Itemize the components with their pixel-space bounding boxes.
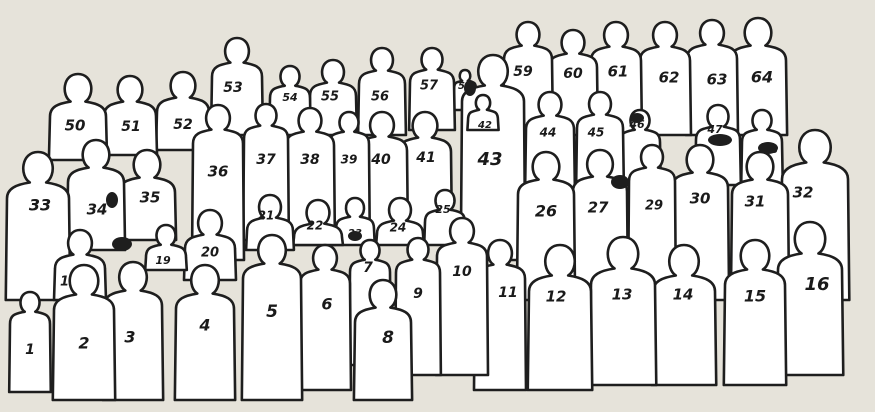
figure-label-25: 25 [435, 203, 451, 216]
figure-label-32: 32 [793, 184, 814, 202]
figure-label-56: 56 [371, 90, 389, 105]
silhouette-6 [299, 245, 351, 390]
figure-label-20: 20 [201, 246, 219, 261]
ink-shading-1 [112, 237, 132, 251]
figure-label-29: 29 [645, 199, 663, 214]
figure-label-15: 15 [744, 287, 766, 306]
ink-shading-6 [758, 142, 778, 154]
figure-label-8: 8 [382, 328, 394, 348]
figure-label-51: 51 [121, 119, 140, 135]
figure-label-42: 42 [477, 120, 492, 131]
ink-shading-8 [106, 192, 118, 208]
figure-label-53: 53 [223, 80, 242, 96]
figure-label-1: 1 [25, 342, 35, 358]
figure-label-60: 60 [563, 66, 583, 82]
figure-label-24: 24 [390, 221, 407, 235]
figure-label-13: 13 [612, 286, 633, 304]
ink-shading-3 [464, 80, 476, 96]
figure-label-40: 40 [370, 152, 391, 168]
figure-label-7: 7 [363, 260, 373, 276]
ink-shading-4 [630, 113, 644, 123]
figure-label-41: 41 [415, 150, 435, 166]
figure-label-59: 59 [513, 64, 533, 80]
figure-label-52: 52 [173, 117, 192, 133]
figure-label-35: 35 [140, 189, 161, 207]
figure-label-64: 64 [751, 68, 773, 87]
figure-label-30: 30 [690, 190, 711, 208]
figure-4: 4 [175, 265, 235, 400]
figure-label-22: 22 [307, 219, 324, 233]
figure-label-62: 62 [659, 69, 680, 87]
ink-shading-5 [708, 134, 732, 146]
figure-label-19: 19 [155, 254, 171, 267]
silhouette-51 [103, 76, 157, 155]
figure-label-21: 21 [258, 209, 275, 223]
figure-label-12: 12 [546, 288, 567, 306]
figure-label-10: 10 [452, 264, 472, 280]
figure-label-2: 2 [78, 334, 89, 353]
figure-label-55: 55 [321, 90, 339, 105]
figure-label-6: 6 [321, 295, 332, 314]
figure-label-38: 38 [300, 152, 320, 168]
figure-label-14: 14 [673, 286, 694, 304]
ink-shading-2 [348, 231, 362, 241]
figure-label-57: 57 [420, 79, 439, 94]
figure-label-3: 3 [124, 328, 135, 347]
figure-label-34: 34 [87, 201, 108, 219]
figure-label-63: 63 [707, 71, 728, 89]
figure-6: 6 [299, 245, 351, 390]
figure-label-31: 31 [745, 193, 766, 211]
figure-5: 5 [242, 235, 302, 400]
figure-label-44: 44 [539, 126, 557, 140]
figure-label-5: 5 [266, 302, 278, 322]
figure-label-9: 9 [413, 286, 423, 302]
figure-label-36: 36 [208, 163, 229, 181]
figure-label-26: 26 [535, 202, 557, 221]
ink-shading-7 [611, 175, 629, 189]
figure-label-11: 11 [498, 285, 517, 301]
figure-label-61: 61 [608, 63, 629, 81]
figure-label-43: 43 [476, 149, 502, 170]
figure-label-4: 4 [198, 316, 210, 335]
figure-51: 51 [103, 76, 157, 155]
figure-label-54: 54 [282, 91, 297, 104]
figure-1: 1 [9, 292, 51, 392]
figure-label-37: 37 [256, 152, 276, 168]
figure-label-33: 33 [29, 196, 51, 215]
figure-label-27: 27 [588, 199, 609, 217]
figure-label-45: 45 [587, 126, 605, 140]
figure-label-50: 50 [65, 117, 86, 135]
figure-label-16: 16 [804, 274, 829, 295]
figure-label-39: 39 [341, 153, 358, 167]
